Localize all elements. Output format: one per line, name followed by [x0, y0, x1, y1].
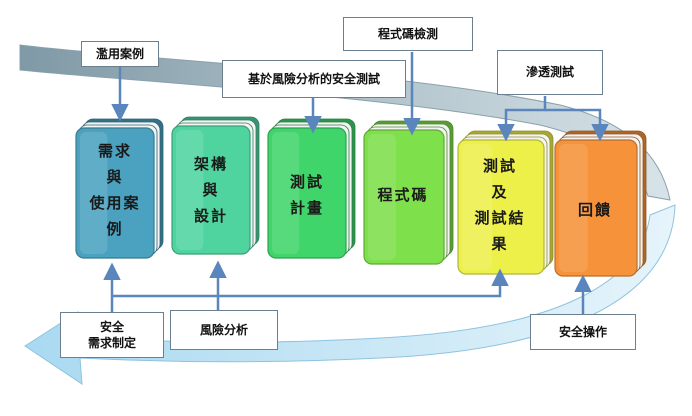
pen-test-connector-right	[545, 108, 609, 142]
stage-book-architecture	[171, 116, 260, 255]
abuse-cases-label: 濫用案例	[81, 41, 159, 67]
risk-analysis-label: 風險分析	[170, 310, 278, 350]
book-highlight	[368, 134, 396, 260]
pen-test-connector-left	[497, 96, 547, 142]
stage-book-feedback	[554, 130, 647, 277]
book-highlight	[272, 132, 300, 254]
book-highlight	[80, 132, 108, 254]
connector-lines	[103, 52, 609, 314]
book-highlight	[462, 144, 493, 270]
stage-label-feedback: 回饋	[577, 200, 612, 219]
book-highlight	[559, 144, 588, 272]
feedback-loop-connector	[112, 268, 509, 298]
book-highlight	[176, 130, 204, 250]
code-review-label: 程式碼檢測	[343, 17, 473, 51]
book-cover	[75, 127, 155, 259]
stage-book-test-results	[457, 130, 554, 275]
security-requirements-label: 安全 需求制定	[60, 312, 164, 358]
book-cover	[171, 125, 251, 255]
lower-flow-arrow	[24, 204, 676, 385]
stage-label-test-results: 測試 及 測試結 果	[474, 156, 526, 254]
stage-label-code: 程式碼	[377, 185, 429, 204]
penetration-testing-label: 滲透測試	[497, 50, 603, 95]
stage-label-architecture: 架構 與 設計	[193, 154, 228, 226]
risk-based-tests-label: 基於風險分析的安全測試	[222, 60, 406, 98]
stage-book-code	[363, 120, 454, 265]
stage-book-test-plan	[267, 118, 356, 259]
stage-label-requirements: 需求 與 使用案 例	[89, 141, 141, 239]
stage-book-requirements	[75, 118, 164, 259]
security-operations-label: 安全操作	[530, 314, 636, 350]
stage-label-test-plan: 測試 計畫	[289, 172, 324, 217]
